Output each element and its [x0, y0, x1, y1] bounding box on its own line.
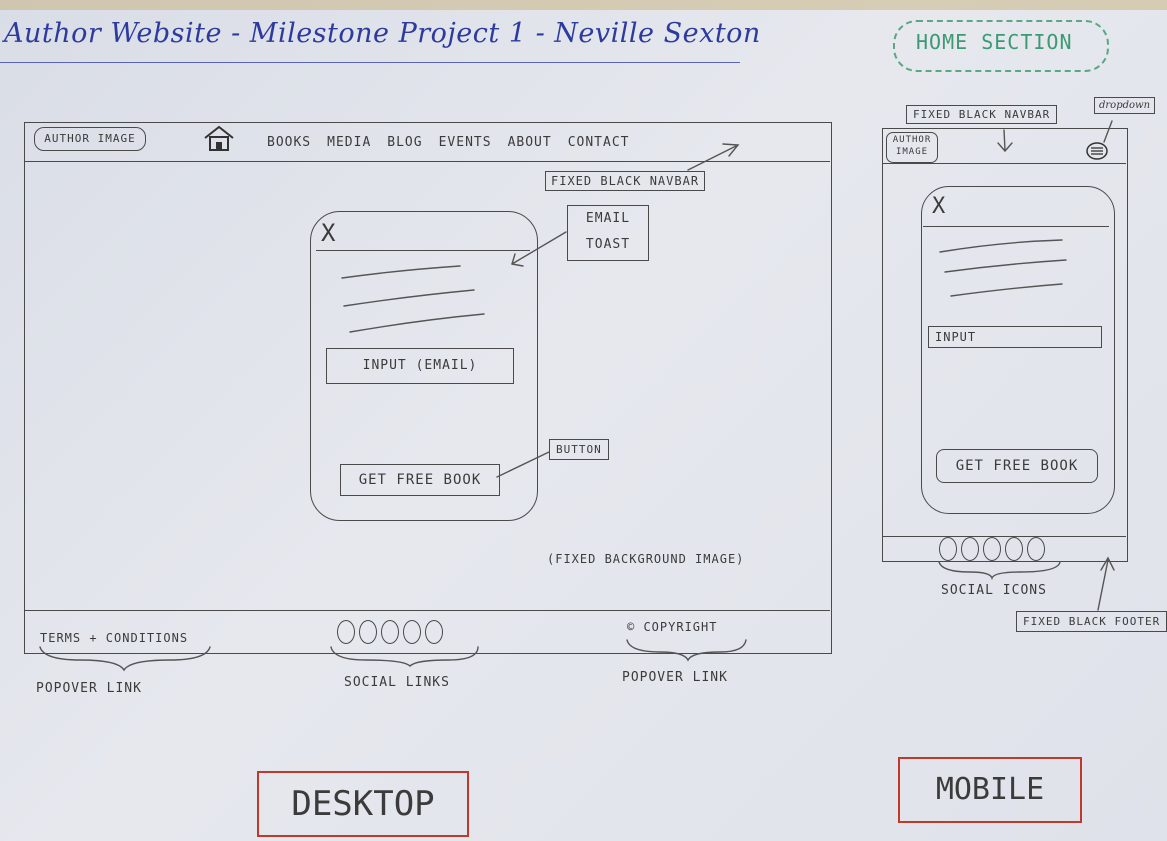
text-squiggle	[349, 313, 485, 333]
background-image-note: (FIXED BACKGROUND IMAGE)	[547, 552, 745, 566]
mobile-author-image[interactable]: AUTHOR IMAGE	[886, 132, 938, 163]
social-icon[interactable]	[381, 620, 399, 644]
terms-link[interactable]: TERMS + CONDITIONS	[40, 631, 189, 645]
text-squiggle	[950, 283, 1063, 297]
get-free-book-button[interactable]: GET FREE BOOK	[340, 464, 500, 496]
email-toast-note: EMAIL TOAST	[567, 205, 649, 261]
mobile-toast-header-divider	[923, 226, 1109, 227]
social-icon[interactable]	[425, 620, 443, 644]
mobile-get-free-book-button[interactable]: GET FREE BOOK	[936, 449, 1098, 483]
mobile-email-input[interactable]: INPUT	[928, 326, 1102, 348]
title-underline	[0, 62, 740, 63]
mobile-close-icon[interactable]: X	[932, 194, 947, 219]
arrow-line	[496, 451, 550, 478]
arrow-head	[511, 253, 524, 267]
popover-link-note-left: POPOVER LINK	[36, 681, 142, 696]
hamburger-menu-icon[interactable]	[1085, 141, 1109, 161]
social-links-note: SOCIAL LINKS	[344, 675, 450, 690]
copyright-link[interactable]: © COPYRIGHT	[627, 620, 717, 634]
social-icons-note: SOCIAL ICONS	[941, 583, 1047, 598]
social-icon[interactable]	[359, 620, 377, 644]
arrow-head	[722, 143, 740, 157]
mobile-email-toast	[921, 186, 1115, 514]
social-icon[interactable]	[939, 537, 957, 561]
arrow-line	[687, 144, 739, 171]
close-icon[interactable]: X	[321, 219, 337, 247]
brace	[39, 646, 211, 672]
paper-edge	[0, 0, 1167, 10]
house-icon[interactable]	[202, 124, 236, 152]
desktop-nav: BOOKS MEDIA BLOG EVENTS ABOUT CONTACT	[267, 135, 646, 150]
mobile-frame	[882, 128, 1128, 562]
social-icon[interactable]	[1027, 537, 1045, 561]
nav-contact[interactable]: CONTACT	[567, 135, 630, 150]
social-icon[interactable]	[961, 537, 979, 561]
nav-about[interactable]: ABOUT	[507, 135, 552, 150]
text-squiggle	[939, 239, 1063, 253]
mobile-footer-divider	[882, 536, 1126, 537]
mobile-label: MOBILE	[898, 757, 1082, 823]
desktop-frame	[24, 122, 832, 654]
desktop-footer-divider	[24, 610, 830, 611]
mobile-navbar-divider	[882, 163, 1126, 164]
mobile-navbar-note: FIXED BLACK NAVBAR	[906, 105, 1058, 124]
brace	[938, 561, 1061, 581]
mobile-social-icons	[939, 537, 1045, 561]
nav-events[interactable]: EVENTS	[438, 135, 492, 150]
desktop-navbar-divider	[24, 161, 830, 162]
social-icon[interactable]	[983, 537, 1001, 561]
brace	[626, 639, 747, 662]
dropdown-note: dropdown	[1094, 97, 1156, 114]
fixed-navbar-note: FIXED BLACK NAVBAR	[545, 171, 706, 191]
text-squiggle	[944, 259, 1067, 273]
arrow-line	[511, 231, 567, 265]
social-icon[interactable]	[337, 620, 355, 644]
arrow-line	[1097, 559, 1109, 611]
copyright-label: COPYRIGHT	[643, 620, 718, 634]
arrow-head	[1100, 556, 1115, 571]
section-cloud	[893, 20, 1109, 72]
toast-header-divider	[316, 250, 530, 251]
text-squiggle	[341, 265, 461, 279]
email-input[interactable]: INPUT (EMAIL)	[326, 348, 514, 384]
arrow-line	[1103, 120, 1113, 143]
button-note: BUTTON	[549, 439, 609, 460]
social-icon[interactable]	[1005, 537, 1023, 561]
arrow-line	[1003, 129, 1006, 151]
text-squiggle	[343, 289, 475, 307]
brace	[330, 646, 479, 667]
desktop-social-links	[337, 620, 443, 644]
desktop-label: DESKTOP	[257, 771, 469, 837]
nav-books[interactable]: BOOKS	[267, 135, 312, 150]
email-toast	[310, 211, 538, 521]
copyright-icon: ©	[627, 620, 644, 634]
nav-media[interactable]: MEDIA	[327, 135, 372, 150]
social-icon[interactable]	[403, 620, 421, 644]
page-title: Author Website - Milestone Project 1 - N…	[4, 18, 761, 49]
popover-link-note-right: POPOVER LINK	[622, 670, 728, 685]
section-tag: HOME SECTION	[916, 30, 1073, 54]
arrow-head	[997, 142, 1013, 153]
desktop-author-image[interactable]: AUTHOR IMAGE	[34, 127, 146, 151]
nav-blog[interactable]: BLOG	[387, 135, 423, 150]
